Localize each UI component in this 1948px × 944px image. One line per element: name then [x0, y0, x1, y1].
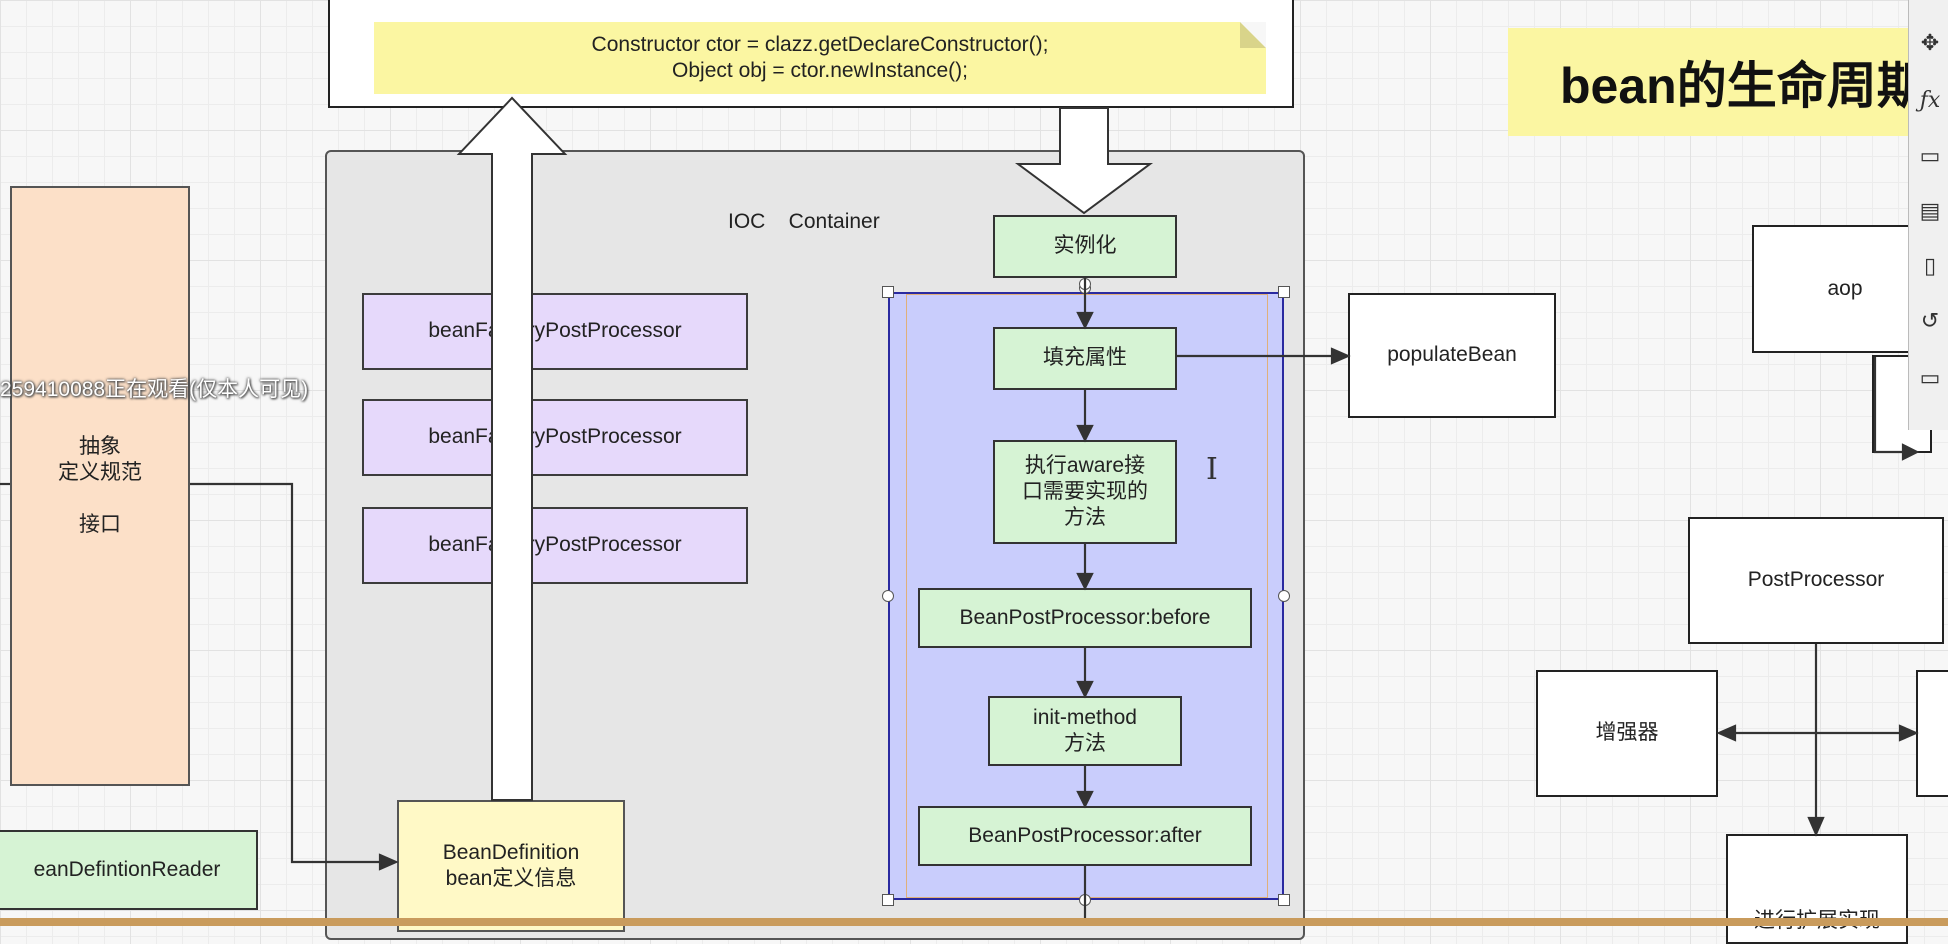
lifecycle-title[interactable]: bean的生命周期 — [1508, 28, 1948, 136]
handle-mr[interactable] — [1278, 590, 1290, 602]
container-label: IOC Container — [728, 210, 880, 233]
bean-definition-box[interactable]: BeanDefinition bean定义信息 — [397, 800, 625, 932]
bean-definition-reader-box[interactable]: eanDefintionReader — [0, 830, 258, 910]
aware-step[interactable]: 执行aware接 口需要实现的 方法 — [993, 440, 1177, 544]
post-processor-box[interactable]: PostProcessor — [1688, 517, 1944, 644]
move-icon[interactable]: ✥ — [1920, 30, 1940, 55]
viewer-watermark: 259410088正在观看(仅本人可见) — [0, 378, 309, 401]
bean-factory-post-processor-1[interactable]: beanFactoryPostProcessor — [362, 293, 748, 370]
populate-step[interactable]: 填充属性 — [993, 327, 1177, 390]
formula-icon[interactable]: ƒx — [1919, 88, 1941, 113]
layout-icon[interactable]: ▤ — [1919, 198, 1941, 223]
handle-bl[interactable] — [882, 894, 894, 906]
code-note[interactable]: Constructor ctor = clazz.getDeclareConst… — [374, 22, 1266, 94]
instantiate-step[interactable]: 实例化 — [993, 215, 1177, 278]
history-icon[interactable]: ↺ — [1920, 308, 1940, 333]
note-fold-corner — [1240, 22, 1266, 48]
arrow-abstract-beandef — [190, 482, 382, 864]
bpp-after-step[interactable]: BeanPostProcessor:after — [918, 806, 1252, 866]
big-down-arrow — [1014, 107, 1154, 215]
right-toolbar: ✥ ƒx ▭ ▤ ▯ ↺ ▭ — [1908, 0, 1948, 430]
init-method-step[interactable]: init-method 方法 — [988, 696, 1182, 766]
big-up-arrow — [456, 96, 568, 801]
abstract-definition-box[interactable]: 抽象 定义规范 接口 — [10, 186, 190, 786]
bottom-status-bar — [0, 918, 1948, 926]
calendar-icon[interactable]: ▭ — [1919, 143, 1941, 168]
handle-tr[interactable] — [1278, 286, 1290, 298]
page-icon[interactable]: ▯ — [1923, 253, 1937, 278]
enhancer-box[interactable]: 增强器 — [1536, 670, 1718, 797]
handle-tl[interactable] — [882, 286, 894, 298]
bpp-before-step[interactable]: BeanPostProcessor:before — [918, 588, 1252, 648]
text-cursor-icon: I — [1206, 452, 1218, 487]
code-line-2: Object obj = ctor.newInstance(); — [672, 59, 968, 82]
handle-ml[interactable] — [882, 590, 894, 602]
handle-br[interactable] — [1278, 894, 1290, 906]
line-aop-partial — [1873, 357, 1905, 454]
code-line-1: Constructor ctor = clazz.getDeclareConst… — [591, 32, 1049, 56]
comment-icon[interactable]: ▭ — [1919, 365, 1941, 390]
populate-bean-box[interactable]: populateBean — [1348, 293, 1556, 418]
